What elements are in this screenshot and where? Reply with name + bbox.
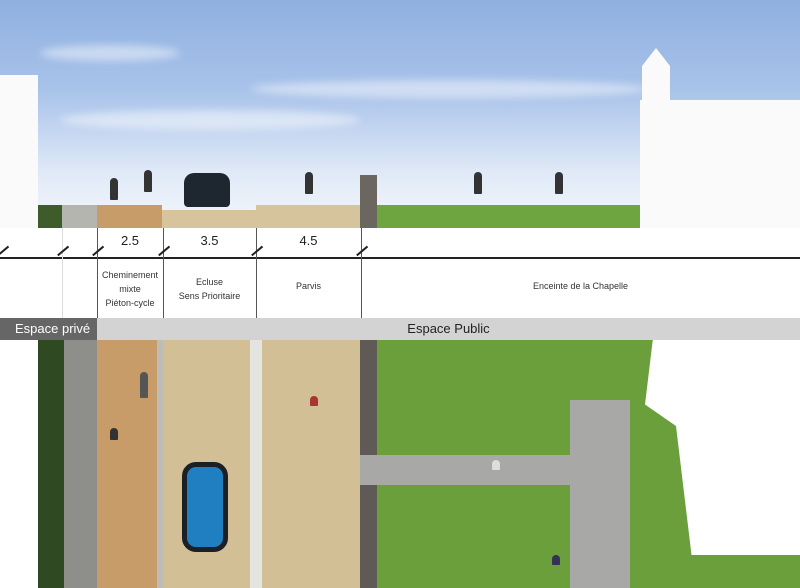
dimension-tick (0, 245, 9, 256)
cloud (250, 80, 650, 98)
parvis-section (256, 205, 361, 228)
label-line: Cheminement (101, 270, 159, 280)
zone-label-ecluse: Ecluse Sens Prioritaire (163, 275, 256, 303)
pedestrian-plan-icon (310, 396, 318, 406)
cloud (40, 45, 180, 61)
zone-divider (256, 228, 257, 318)
cloud (60, 110, 360, 130)
plan-hedge (38, 340, 64, 588)
public-space-bar: Espace Public (97, 318, 800, 340)
zone-label-enceinte: Enceinte de la Chapelle (361, 279, 800, 293)
pedestrian-plan-icon (552, 555, 560, 565)
label-line: mixte (119, 284, 141, 294)
label-line: Piéton-cycle (105, 298, 155, 308)
label-line: Sens Prioritaire (178, 291, 241, 301)
grass-section (377, 205, 640, 228)
dimension-label: 3.5 (200, 233, 219, 248)
car-plan-icon (182, 462, 228, 552)
road-section (162, 210, 256, 228)
pedestrian-plan-icon (110, 428, 118, 440)
plan-parvis-paving (262, 340, 360, 588)
private-space-bar: Espace privé (0, 318, 97, 340)
plan-path (97, 340, 157, 588)
cyclist-icon (144, 170, 152, 192)
zone-divider (97, 228, 98, 318)
dimension-label: 4.5 (299, 233, 318, 248)
plan-gravel (64, 340, 97, 588)
label-line: Enceinte de la Chapelle (532, 281, 629, 291)
cyclist-plan-icon (140, 372, 148, 398)
zone-label-path: Cheminement mixte Piéton-cycle (97, 268, 163, 310)
dimension-tick (57, 245, 69, 256)
stone-wall (360, 175, 377, 228)
plan-gutter (250, 340, 262, 588)
path-section (97, 205, 162, 228)
zone-label-parvis: Parvis (256, 279, 361, 293)
label-line: Parvis (295, 281, 321, 291)
pedestrian-icon (110, 178, 118, 200)
pedestrian-plan-icon (492, 460, 500, 470)
pedestrian-icon (555, 172, 563, 194)
plan-walkway (570, 400, 630, 588)
dimension-label: 2.5 (120, 233, 140, 248)
plan-blank (0, 340, 38, 588)
plan-curb (157, 340, 163, 588)
hedge-section (38, 205, 62, 228)
car-icon (184, 173, 230, 207)
dimension-line (0, 257, 800, 259)
zone-divider (163, 228, 164, 318)
label-line: Ecluse (195, 277, 223, 287)
zone-divider (361, 228, 362, 318)
zone-divider (62, 228, 63, 318)
building-left (0, 75, 38, 228)
pedestrian-icon (305, 172, 313, 194)
gravel-section (62, 205, 97, 228)
pedestrian-icon (474, 172, 482, 194)
chapel-building (640, 100, 800, 228)
